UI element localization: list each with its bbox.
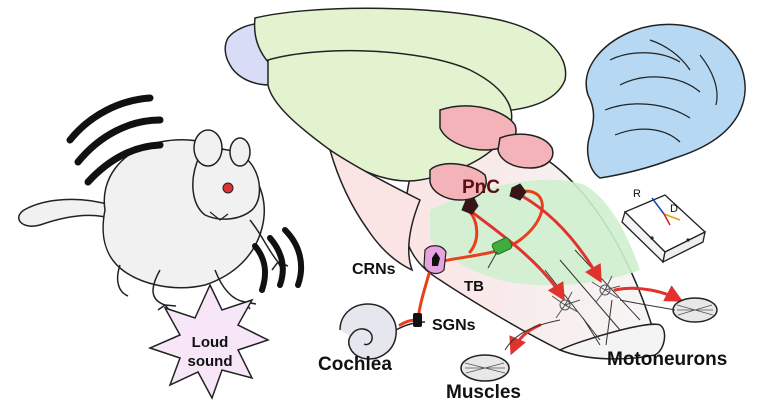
sgn-neuron [413,313,422,327]
label-cochlea: Cochlea [318,354,392,375]
sound-wave-icon [66,94,305,293]
label-motoneurons: Motoneurons [607,349,727,370]
pnc-neuron-right [509,183,527,201]
label-pnc: PnC [462,177,500,198]
axis-cube-icon: R D [621,188,707,264]
cerebellum-icon [585,23,746,179]
spinal-cord-end [558,323,666,360]
ventral-brain [328,148,421,272]
motoneuron-left [551,291,581,319]
pnc-to-motoneuron-right [520,194,602,284]
pnc-to-motoneuron-left [470,210,565,302]
motoneuron-right [591,275,621,303]
label-muscles: Muscles [446,382,521,403]
loud-sound-burst: Loud sound [147,283,270,400]
rat-eye [222,182,234,194]
nerve-fibers [504,299,676,351]
loud-sound-label-line2: sound [188,353,233,370]
tb-pointer [487,251,498,269]
motoneuron-pointer-2 [605,299,613,346]
label-tb: TB [464,278,484,295]
label-sgns: SGNs [432,317,476,334]
midbrain-lobe-3 [429,162,487,201]
cochlea-icon [339,303,426,360]
axis-label-d: D [670,203,678,215]
crn-neuron [423,245,447,275]
pnc-neuron-left [461,197,479,215]
axis-label-r: R [633,188,641,200]
forebrain-hemisphere [267,49,513,182]
loud-sound-label-line1: Loud [192,334,229,351]
crn-to-left-pnc-path [468,210,479,254]
midbrain-lobe-2 [497,133,554,169]
brain-illustration [224,7,666,360]
rat-icon [18,129,289,312]
tb-node [491,237,513,255]
motoneuron-to-muscle-right [613,285,684,302]
motoneuron-pointer-1 [582,317,601,346]
label-crns: CRNs [352,261,396,278]
muscle-icon-right [672,297,718,323]
muscle-icon-left [460,354,510,382]
